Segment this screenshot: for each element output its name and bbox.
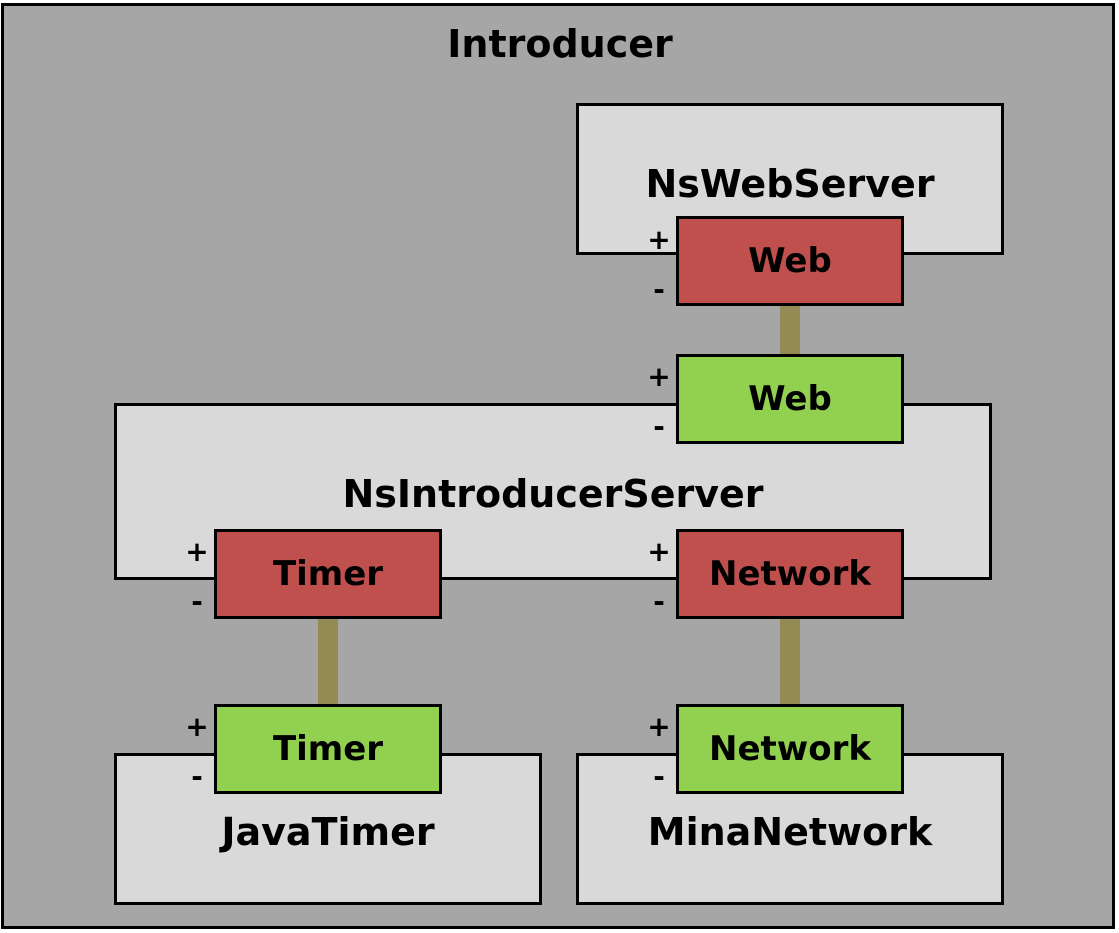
timer-provided-minus-sign: - [191,759,203,793]
timer-provided-port: Timer [214,704,442,794]
web-required-port: Web [676,216,904,306]
web-provided-plus-sign: + [647,359,671,393]
web-required-minus-sign: - [653,272,665,306]
network-required-port: Network [676,529,904,619]
web-required-plus-sign: + [647,222,671,256]
nswebserver-label: NsWebServer [645,162,935,206]
introducer-title: Introducer [447,22,673,66]
timer-required-port: Timer [214,529,442,619]
timer-required-plus-sign: + [185,534,209,568]
web-provided-minus-sign: - [653,409,665,443]
network-provided-port: Network [676,704,904,794]
network-connector [780,618,800,706]
network-provided-minus-sign: - [653,759,665,793]
timer-required-minus-sign: - [191,584,203,618]
minanetwork-label: MinaNetwork [647,810,933,854]
web-provided-port: Web [676,354,904,444]
web-connector [780,304,800,356]
network-required-plus-sign: + [647,534,671,568]
timer-connector [318,618,338,706]
minanetwork-component [576,753,1004,905]
network-required-minus-sign: - [653,584,665,618]
timer-provided-plus-sign: + [185,709,209,743]
javatimer-label: JavaTimer [221,810,435,854]
network-provided-plus-sign: + [647,709,671,743]
nsintroducerserver-label: NsIntroducerServer [342,472,764,516]
